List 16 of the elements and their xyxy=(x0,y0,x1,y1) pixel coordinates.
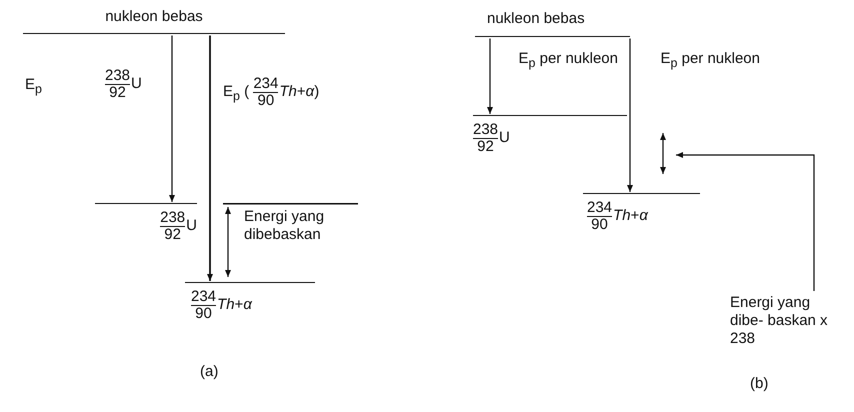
annotation-text: Energi yang dibe- baskan x 238 xyxy=(730,294,846,364)
arrow xyxy=(169,36,175,202)
double-arrow xyxy=(660,133,666,174)
edge-label: E$_{p}$ per nukleon xyxy=(659,50,760,71)
edge-label: Energi yang dibebaskan xyxy=(244,208,326,244)
energy-label: E$_{p}$ xyxy=(25,76,42,97)
double-arrow xyxy=(225,207,231,277)
energy-level: nukleon bebas xyxy=(475,10,630,37)
edge-label: E$_{p}$ per nukleon xyxy=(517,50,618,71)
panel-label: (b) xyxy=(750,375,768,393)
arrow xyxy=(487,38,493,114)
leader-arrow xyxy=(676,152,815,291)
arrow xyxy=(627,38,633,192)
panel-label: (a) xyxy=(200,363,218,381)
arrow xyxy=(207,36,213,281)
energy-level: nukleon bebas xyxy=(23,8,285,34)
